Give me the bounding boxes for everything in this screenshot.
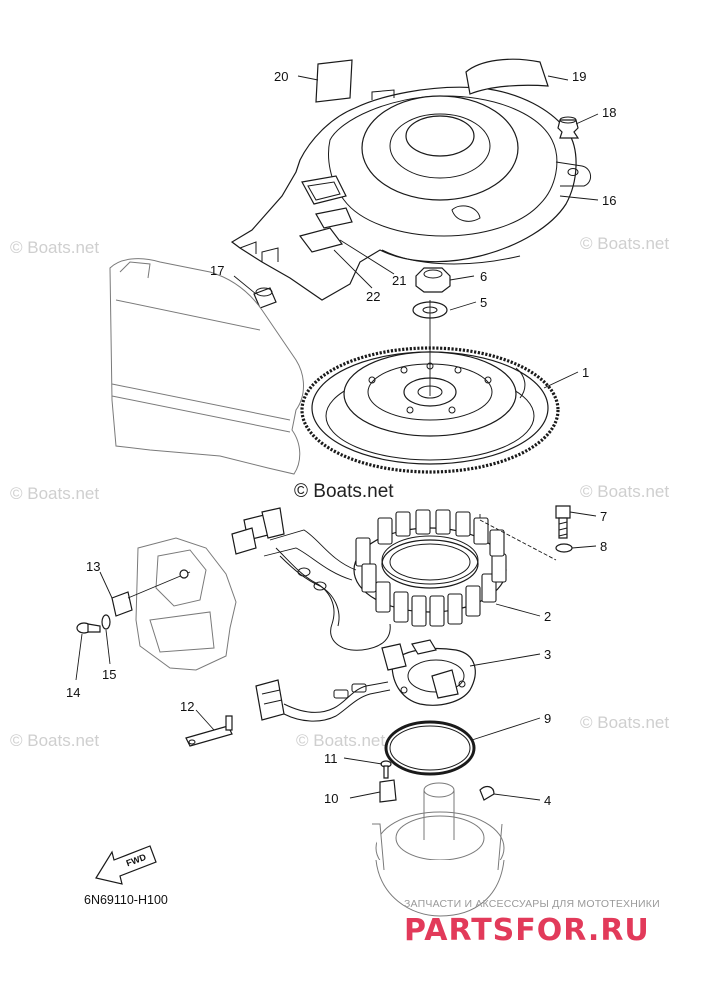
callout-label: 20 (274, 69, 288, 84)
fwd-arrow-icon: FWD (95, 845, 157, 885)
label-decal (315, 207, 353, 229)
stator-band (384, 720, 476, 776)
callout-labels: 1 2 3 4 5 6 7 8 9 10 11 12 13 14 15 16 1… (66, 69, 616, 808)
bracket (185, 715, 233, 747)
callout-label: 8 (600, 539, 607, 554)
callout-label: 3 (544, 647, 551, 662)
callout-label: 7 (600, 509, 607, 524)
screw (380, 760, 392, 779)
flywheel-cover (230, 86, 591, 301)
label-decal (315, 59, 353, 103)
pulser-coil (381, 639, 476, 706)
leader-lines (75, 75, 599, 801)
grommet (253, 287, 277, 309)
woodruff-key (479, 785, 495, 801)
callout-label: 14 (66, 685, 80, 700)
engine-block (109, 258, 304, 671)
watermark: © Boats.net (10, 238, 99, 257)
callout-label: 15 (102, 667, 116, 682)
callout-label: 10 (324, 791, 338, 806)
grommet (557, 116, 580, 139)
callout-label: 4 (544, 793, 551, 808)
callout-label: 12 (180, 699, 194, 714)
watermark: © Boats.net (580, 713, 669, 732)
watermark: © Boats.net (10, 731, 99, 750)
watermark: © Boats.net (296, 731, 385, 750)
cable-clip (111, 569, 191, 617)
watermark: © Boats.net (580, 234, 669, 253)
stator-harness (231, 507, 391, 651)
brand-tagline: ЗАПЧАСТИ И АКСЕССУАРЫ ДЛЯ МОТОТЕХНИКИ (404, 898, 660, 910)
callout-label: 19 (572, 69, 586, 84)
callout-label: 11 (324, 751, 338, 766)
bolt (76, 622, 101, 634)
callout-label: 5 (480, 295, 487, 310)
label-decal (465, 58, 549, 95)
flywheel-nut (415, 267, 451, 293)
watermark: © Boats.net (294, 481, 394, 502)
callout-label: 16 (602, 193, 616, 208)
watermark: © Boats.net (10, 484, 99, 503)
callout-label: 17 (210, 263, 224, 278)
callout-label: 13 (86, 559, 100, 574)
callout-label: 2 (544, 609, 551, 624)
bolt (555, 505, 571, 539)
watermark: © Boats.net (580, 482, 669, 501)
washer (101, 614, 111, 630)
stator-assembly (353, 509, 507, 627)
brand-logo: PARTSFOR.RU (404, 913, 650, 948)
callout-label: 1 (582, 365, 589, 380)
label-decal (298, 227, 344, 253)
pulser-harness (255, 679, 391, 722)
callout-label: 18 (602, 105, 616, 120)
crankshaft-base (372, 782, 505, 917)
callout-label: 9 (544, 711, 551, 726)
callout-label: 6 (480, 269, 487, 284)
callout-label: 22 (366, 289, 380, 304)
diagram-code: 6N69110-H100 (84, 893, 168, 907)
washer (555, 543, 573, 553)
callout-label: 21 (392, 273, 406, 288)
clamp (379, 779, 397, 803)
